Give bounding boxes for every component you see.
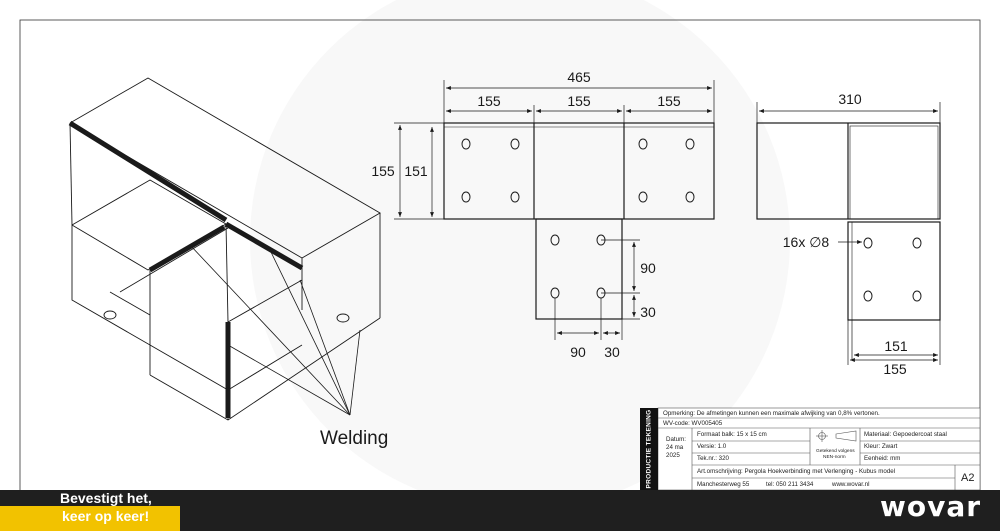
address: Manchesterweg 55: [697, 481, 750, 488]
welding-label: Welding: [320, 428, 388, 449]
front-dimensions: [394, 80, 715, 340]
dim-side-inner: 151: [884, 338, 908, 354]
wv-code: WV-code: WV005405: [663, 420, 723, 427]
side-dimension-labels: 310 16x ∅8 151 155: [783, 91, 908, 377]
dim-total-width: 465: [567, 69, 591, 85]
side-dimensions: [756, 102, 941, 365]
date-value-2: 2025: [666, 452, 680, 459]
front-dimension-labels: 465 155 155 155 155 151 90 30 90 30: [371, 69, 681, 360]
date-value-1: 24 ma: [666, 444, 684, 451]
article-description: Art.omschrijving: Pergola Hoekverbinding…: [697, 468, 896, 475]
dim-seg1: 155: [477, 93, 501, 109]
website: www.wovar.nl: [832, 481, 870, 488]
color: Kleur: Zwart: [864, 443, 898, 450]
material: Materiaal: Gepoedercoat staal: [864, 431, 947, 438]
front-view: [443, 122, 715, 320]
title-block-vertical-label: PRODUCTIE TEKENING: [640, 408, 658, 490]
dim-hole-spacing-h: 90: [570, 344, 586, 360]
dim-hole-spacing-v: 90: [640, 260, 656, 276]
beam-format: Formaat balk: 15 x 15 cm: [697, 431, 767, 438]
dim-side-outer: 155: [883, 361, 907, 377]
remark-text: Opmerking: De afmetingen kunnen een maxi…: [663, 410, 880, 417]
welding-leaders: [189, 244, 361, 416]
vertical-label-text: PRODUCTIE TEKENING: [645, 409, 653, 489]
side-bolt-holes: [863, 237, 922, 302]
dim-hole-edge-h: 30: [604, 344, 620, 360]
dim-seg3: 155: [657, 93, 681, 109]
brand-logo: wovar: [880, 490, 982, 523]
dim-height-outer: 155: [371, 163, 395, 179]
dim-seg2: 155: [567, 93, 591, 109]
drawing-number: Tek.nr.: 320: [697, 455, 729, 462]
dim-hole-edge-v: 30: [640, 304, 656, 320]
version: Versie: 1.0: [697, 443, 727, 450]
title-block-grid: [657, 407, 981, 491]
footer-accent: [0, 506, 180, 531]
unit: Eenheid: mm: [864, 455, 901, 462]
norm-line-2: NEN-norm: [823, 455, 846, 460]
side-view: [756, 122, 941, 321]
date-label: Datum:: [666, 436, 686, 443]
slogan-line-2: keer op keer!: [62, 508, 150, 524]
slogan-line-1: Bevestigt het,: [60, 490, 152, 506]
norm-line-1: Getekend volgens: [816, 449, 855, 454]
dim-side-width: 310: [838, 91, 862, 107]
dim-holes-note: 16x ∅8: [783, 234, 830, 250]
sheet-size: A2: [961, 472, 975, 484]
phone: tel: 050 211 3434: [766, 481, 814, 488]
weld-seams: [68, 120, 304, 418]
norm-icon: [816, 430, 857, 442]
dim-height-inner: 151: [404, 163, 428, 179]
watermark-logo: [250, 0, 790, 510]
